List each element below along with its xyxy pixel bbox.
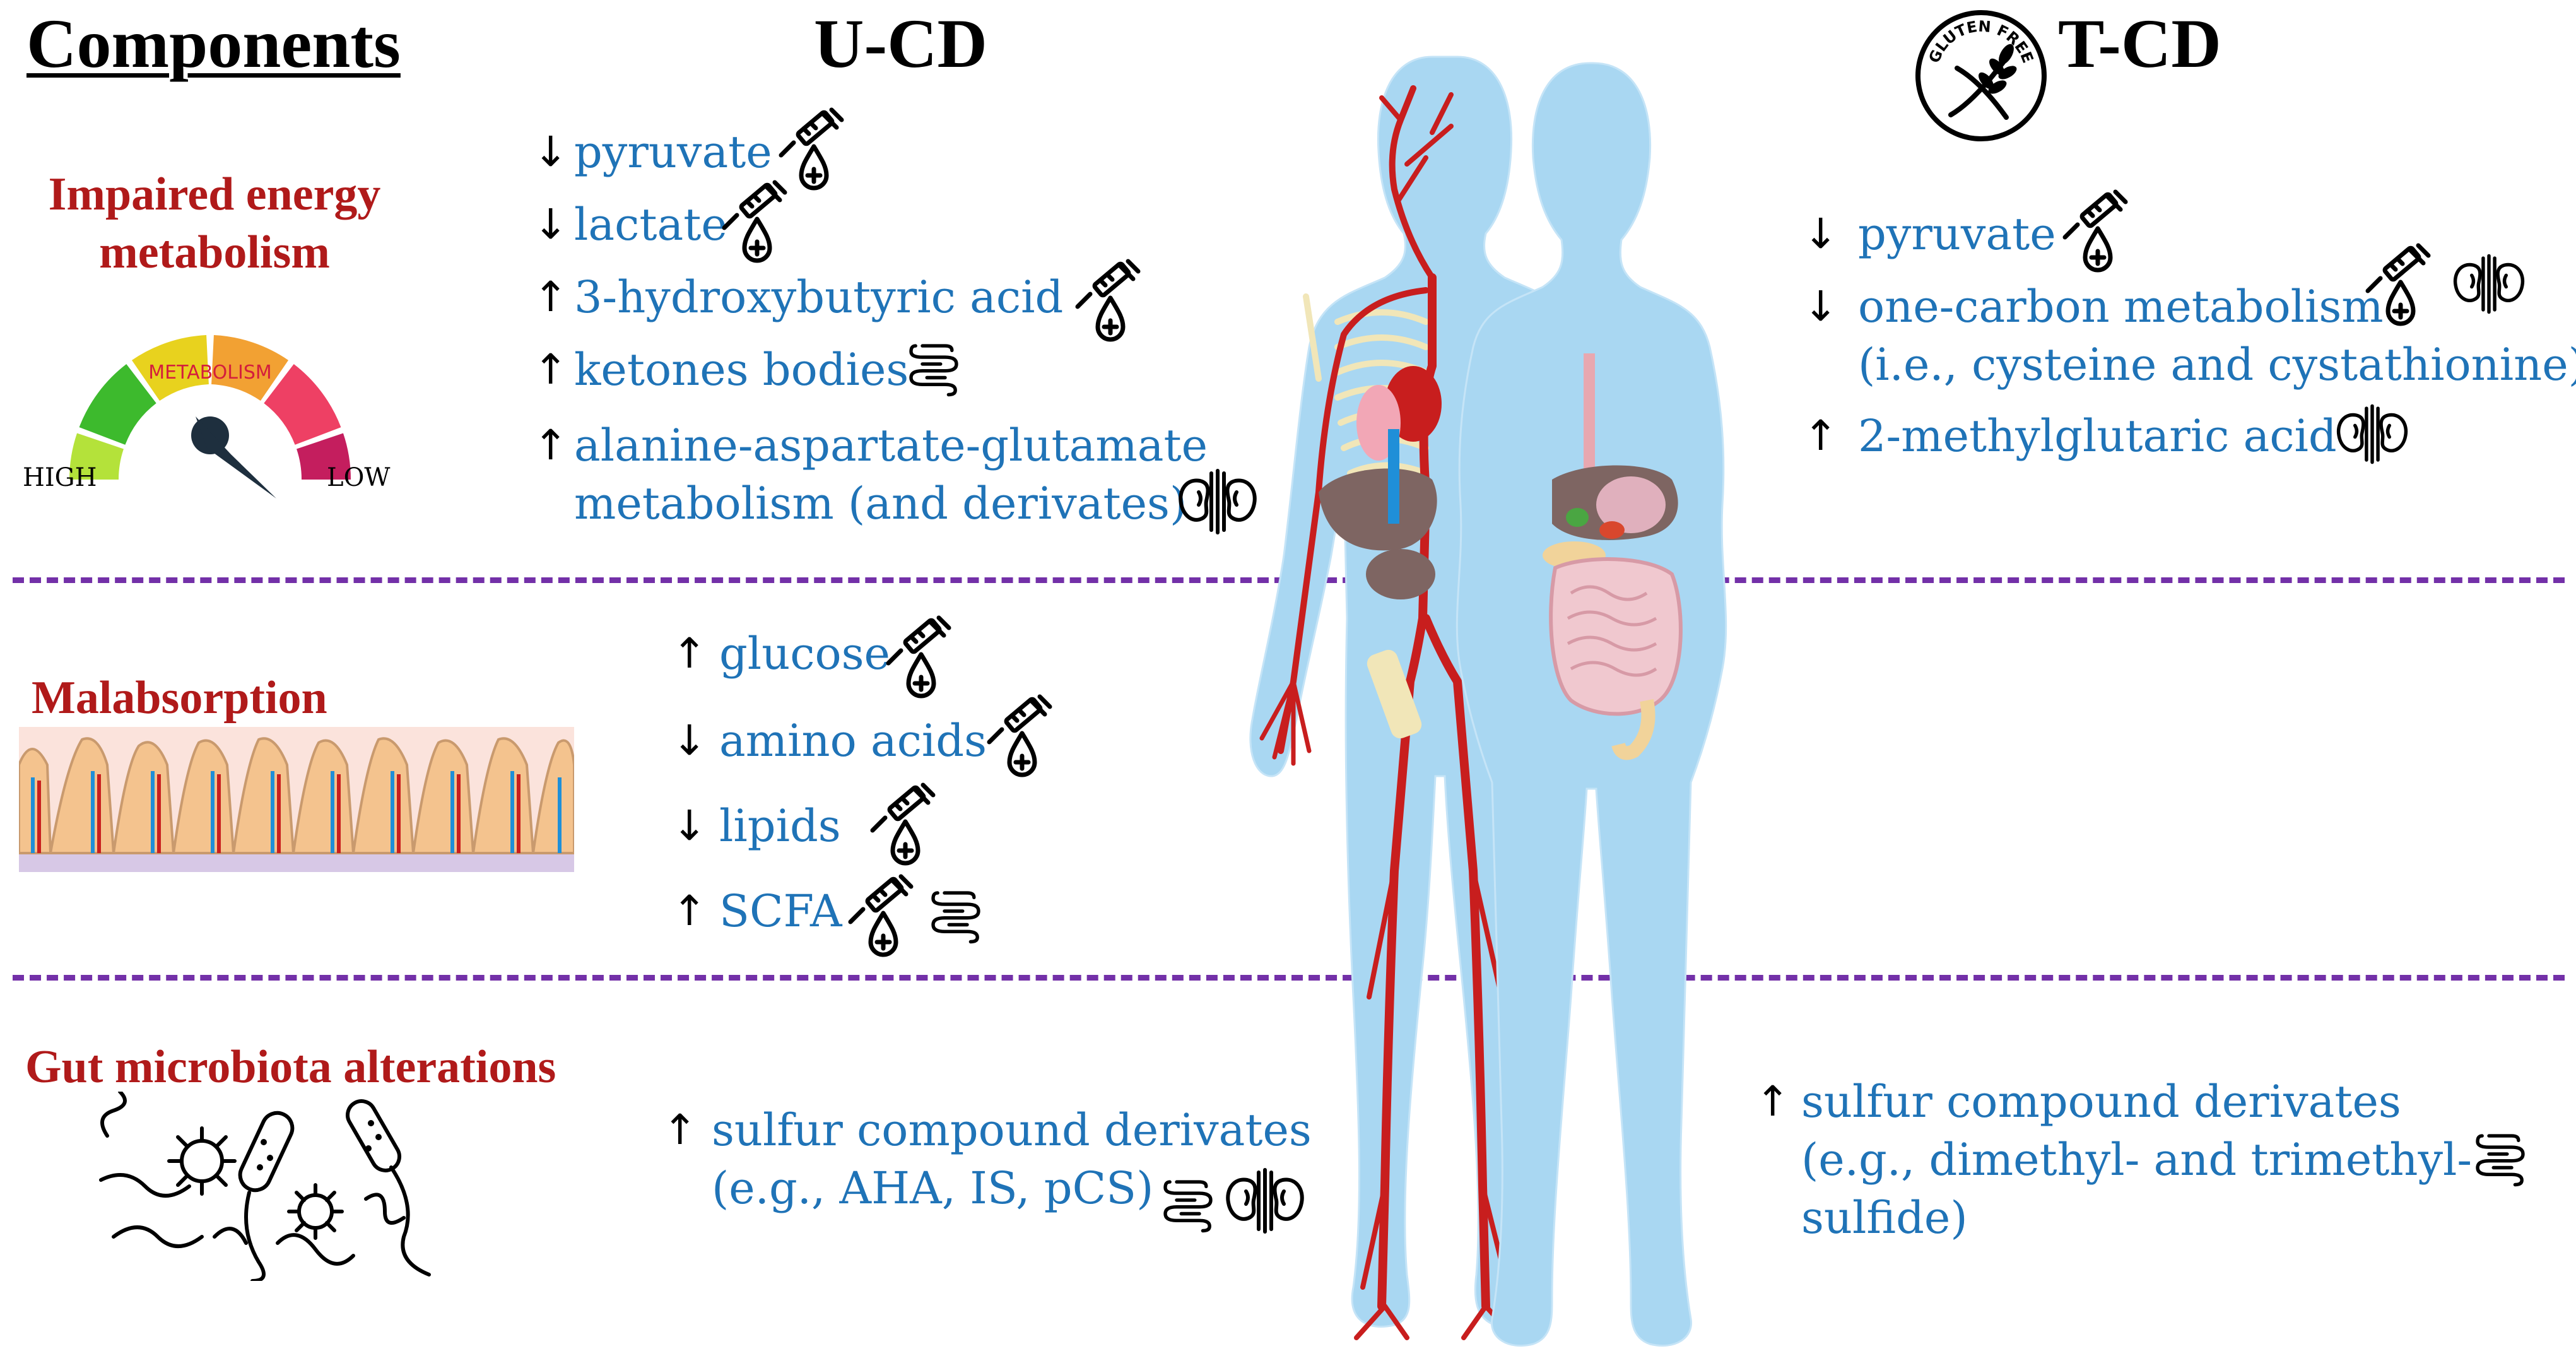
blood-icon: [883, 615, 959, 704]
urine-icon: [2448, 252, 2530, 315]
urine-icon: [1221, 1166, 1309, 1235]
ucd-malabs-arrow-4: ↑: [672, 887, 707, 935]
ucd-malabs-item-2: amino acids: [719, 715, 987, 767]
intestine-icon: [905, 338, 962, 401]
tcd-energy-item-3: 2-methylglutaric acid: [1858, 410, 2337, 462]
ucd-energy-arrow-4: ↑: [533, 345, 568, 394]
tcd-energy-item-1: pyruvate: [1858, 208, 2056, 260]
gut-bacteria-illustration: [99, 1092, 431, 1281]
blood-icon: [1073, 259, 1148, 347]
ucd-microbiota-item-1: sulfur compound derivates (e.g., AHA, IS…: [712, 1104, 1312, 1214]
blood-icon: [719, 180, 795, 268]
ucd-energy-item-1: pyruvate: [574, 126, 772, 178]
component-energy-title: Impaired energy metabolism: [48, 168, 381, 278]
ucd-energy-item-4: ketones bodies: [574, 344, 909, 396]
blood-icon: [845, 874, 921, 962]
gauge-seg-3: [131, 335, 209, 401]
ucd-energy-arrow-5: ↑: [533, 421, 568, 469]
esophagus: [1584, 353, 1595, 480]
urine-icon: [2331, 403, 2413, 466]
intestine-icon: [2472, 1124, 2529, 1194]
gallbladder: [1566, 508, 1589, 527]
villi: [19, 737, 574, 854]
ucd-energy-arrow-1: ↓: [533, 127, 568, 176]
ucd-microbiota-arrow-1: ↑: [662, 1106, 698, 1154]
anatomy-figure: [1249, 56, 1727, 1347]
gauge-seg-4: [211, 335, 289, 401]
gluten-free-icon: GLUTEN FREE: [1915, 10, 2047, 141]
intestines: [1549, 557, 1683, 716]
ucd-energy-arrow-3: ↑: [533, 273, 568, 321]
stomach: [1596, 476, 1666, 533]
rectum: [1611, 699, 1656, 760]
intestine-icon: [1160, 1174, 1216, 1237]
gauge-segments: [69, 335, 351, 480]
blood-icon: [2060, 189, 2136, 278]
gauge-seg-1: [69, 433, 124, 480]
ucd-malabs-arrow-1: ↑: [672, 629, 707, 678]
components-heading: Components: [26, 5, 401, 82]
blood-icon: [867, 782, 943, 871]
gauge-center-label: METABOLISM: [148, 362, 272, 384]
tcd-energy-item-2: one-carbon metabolism (i.e., cysteine an…: [1858, 281, 2576, 391]
ucd-energy-item-5: alanine-aspartate-glutamate metabolism (…: [574, 420, 1208, 529]
metabolism-gauge: METABOLISM HIGH LOW: [23, 335, 390, 498]
gauge-low-label: LOW: [327, 463, 390, 492]
tcd-energy-arrow-1: ↓: [1803, 209, 1838, 258]
tcd-energy-arrow-3: ↑: [1803, 411, 1838, 460]
vein: [1388, 429, 1399, 524]
ucd-malabs-arrow-3: ↓: [672, 801, 707, 850]
pancreas: [1599, 521, 1625, 539]
gauge-high-label: HIGH: [23, 463, 97, 492]
ucd-energy-arrow-2: ↓: [533, 200, 568, 249]
blood-icon: [984, 694, 1060, 782]
divider-bottom: [13, 975, 2565, 981]
liver-back: [1319, 468, 1437, 551]
femur-hint: [1367, 649, 1422, 739]
intestine-icon: [927, 885, 984, 948]
component-malabsorption-title: Malabsorption: [32, 672, 327, 724]
ucd-malabs-item-3: lipids: [719, 800, 841, 852]
intestine-loops: [1567, 585, 1657, 677]
ucd-malabs-arrow-2: ↓: [672, 716, 707, 765]
ucd-heading: U-CD: [814, 5, 987, 82]
intestinal-villi-illustration: [19, 727, 574, 872]
blood-icon: [2363, 243, 2438, 331]
urine-icon: [1173, 467, 1262, 536]
tcd-energy-arrow-2: ↓: [1803, 282, 1838, 331]
tcd-heading: T-CD: [2058, 5, 2221, 82]
gauge-seg-2: [79, 364, 157, 445]
gauge-seg-5: [263, 364, 341, 445]
ucd-energy-item-2: lactate: [574, 199, 727, 251]
kidney: [1366, 549, 1435, 599]
component-microbiota-title: Gut microbiota alterations: [25, 1041, 556, 1093]
tcd-microbiota-item-1: sulfur compound derivates (e.g., dimethy…: [1801, 1076, 2473, 1244]
tcd-microbiota-arrow-1: ↑: [1755, 1077, 1791, 1126]
gauge-seg-6: [296, 433, 351, 480]
ucd-malabs-item-4: SCFA: [719, 885, 842, 937]
ucd-malabs-item-1: glucose: [719, 628, 890, 680]
ucd-energy-item-3: 3-hydroxybutyric acid: [574, 271, 1064, 323]
